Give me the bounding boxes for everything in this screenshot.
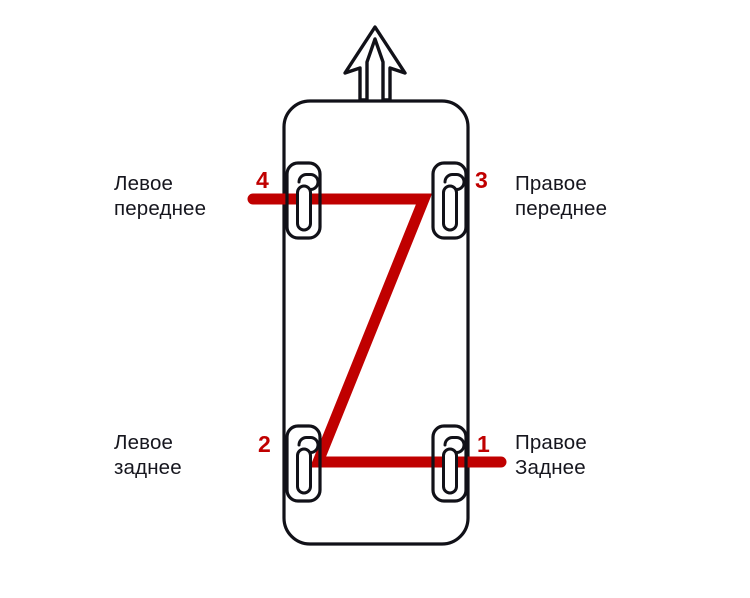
cylinder-number-4: 4 [256, 167, 269, 193]
arrow-up-icon [343, 25, 407, 102]
ignition-coil-icon-1 [431, 424, 468, 503]
ignition-coil-icon-2 [285, 424, 322, 503]
cylinder-number-3: 3 [475, 167, 488, 193]
cylinder-label-rear-left: Левое заднее [114, 431, 182, 479]
ignition-coil-icon-3 [431, 161, 468, 240]
cylinder-label-front-left: Левое переднее [114, 172, 207, 220]
cylinder-label-front-right: Правое переднее [515, 172, 608, 220]
cylinder-number-2: 2 [258, 431, 271, 457]
z-path-icon [247, 193, 507, 468]
cylinder-label-rear-right: Правое Заднее [515, 431, 587, 479]
cylinder-number-1: 1 [477, 431, 490, 457]
ignition-coil-icon-4 [285, 161, 322, 240]
